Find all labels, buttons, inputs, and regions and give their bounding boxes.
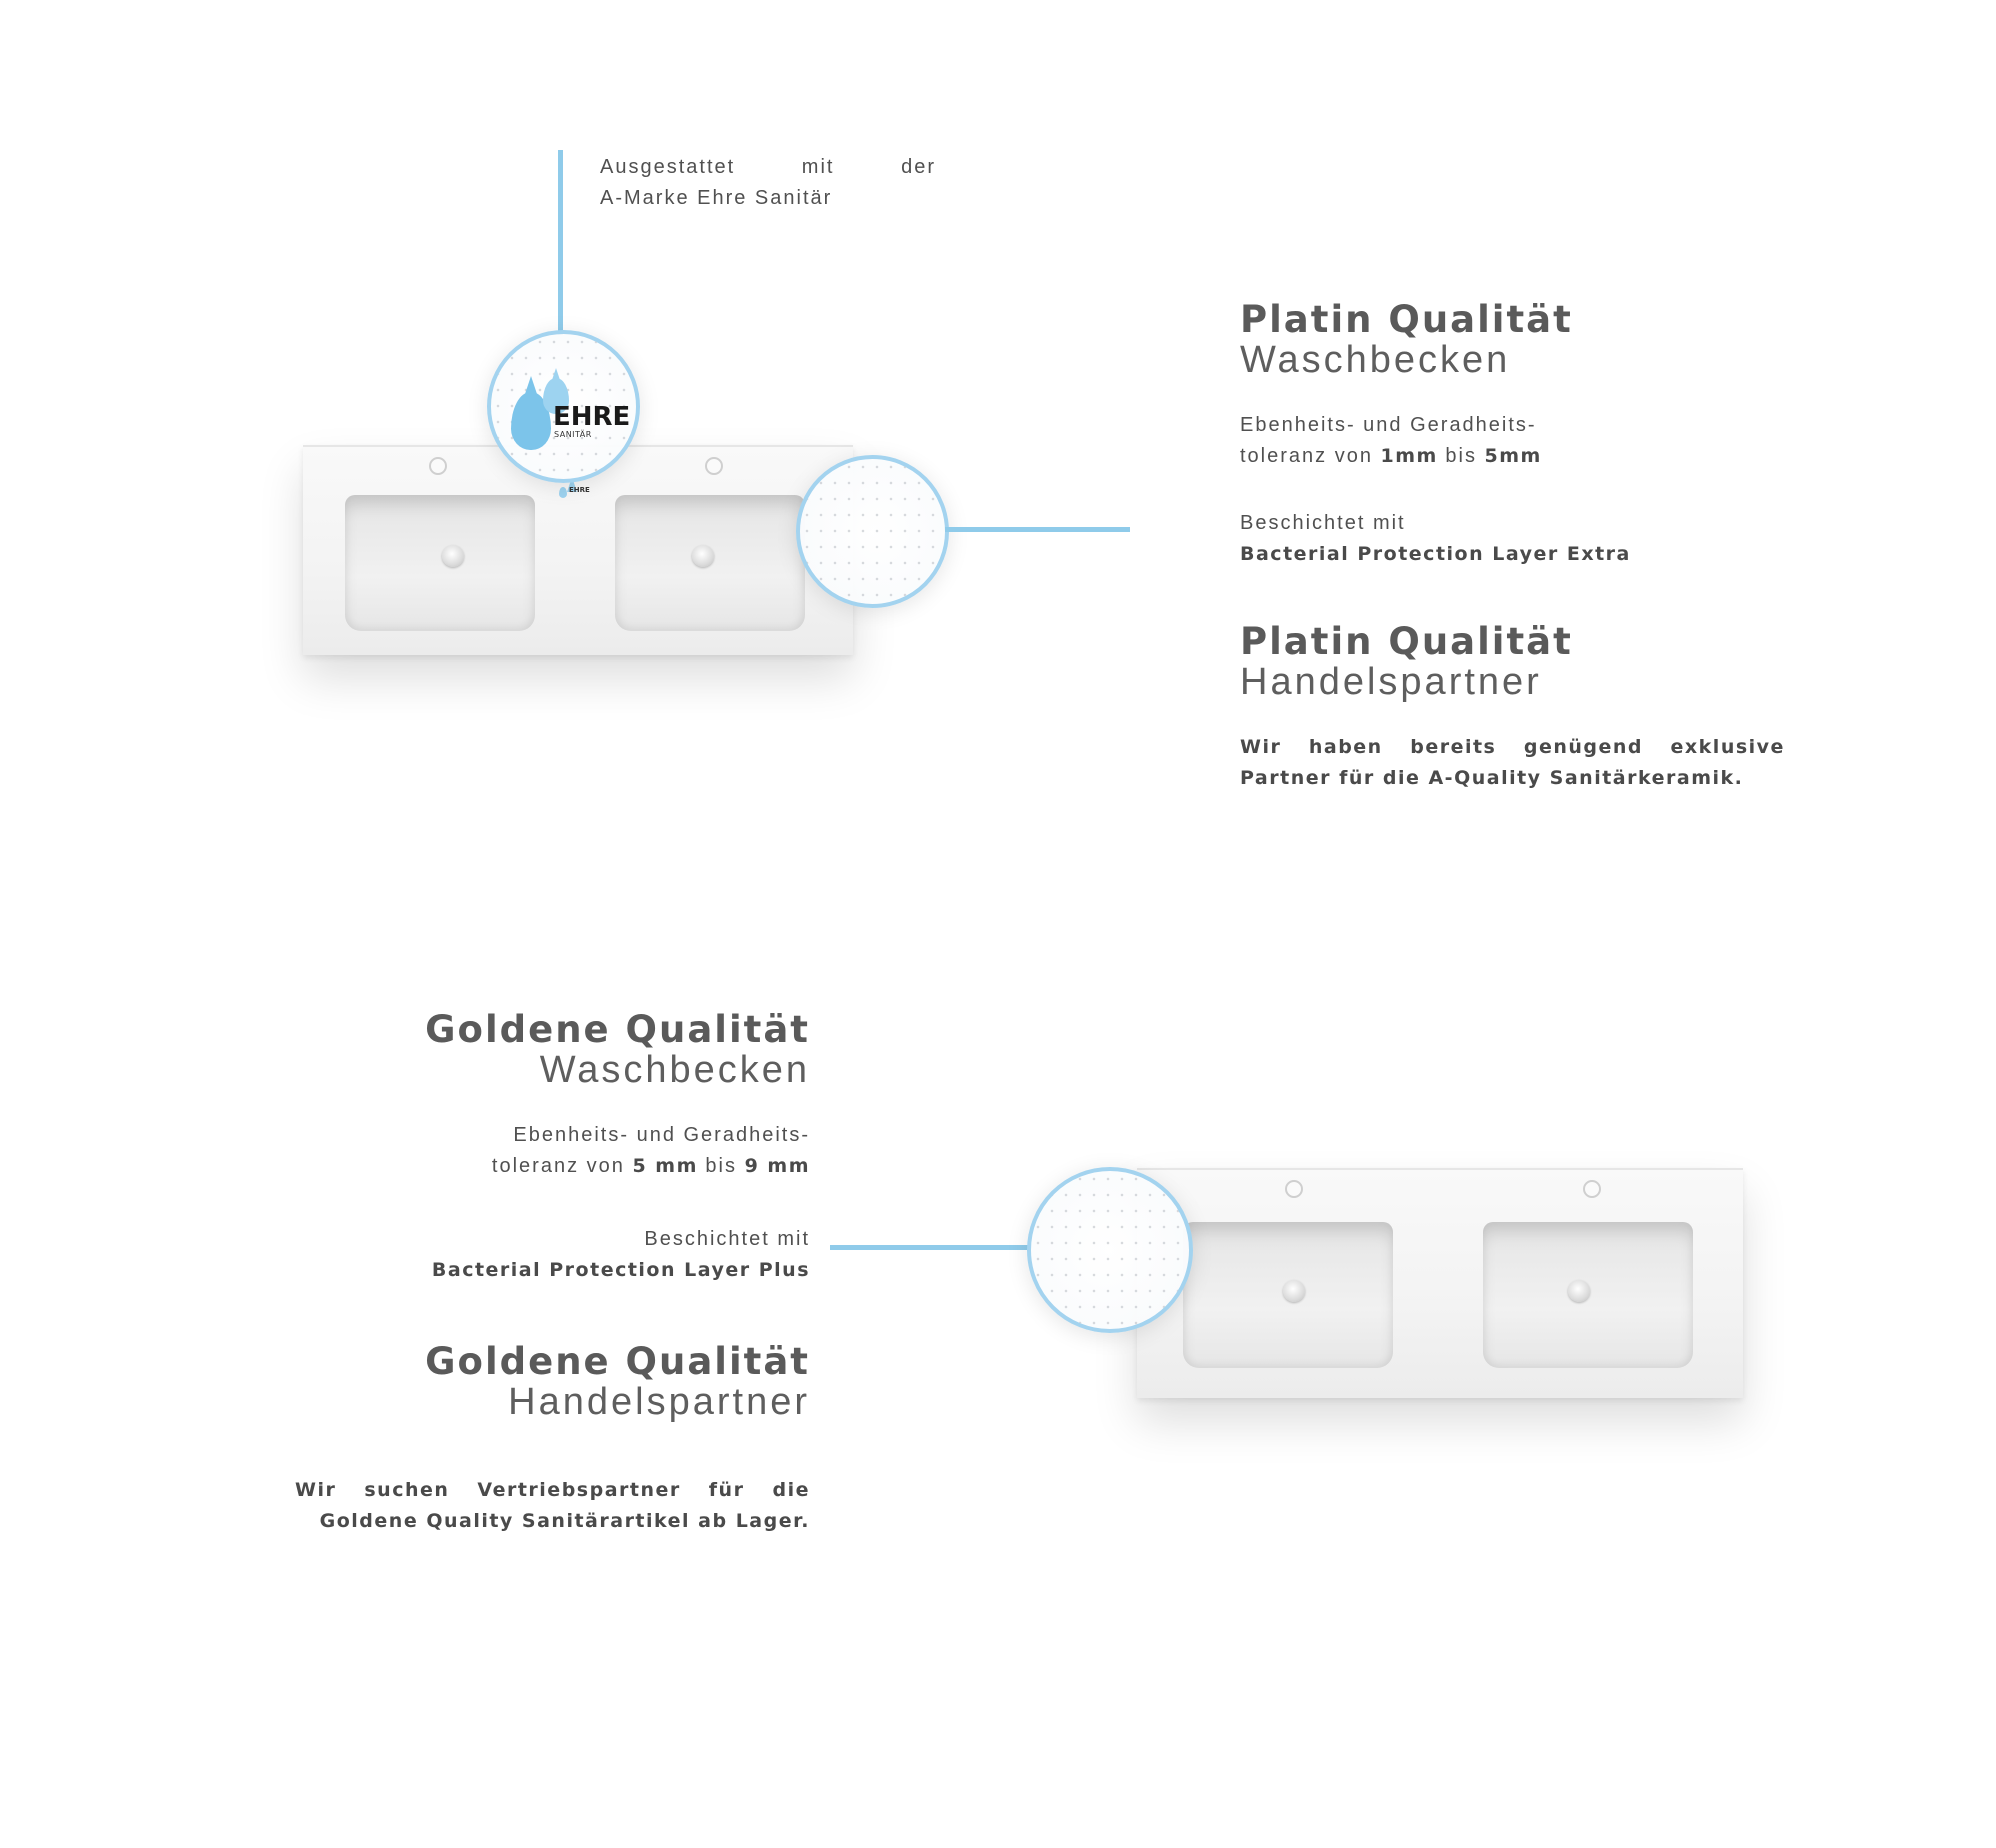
gold-tolerance: Ebenheits- und Geradheits- toleranz von … — [491, 1124, 810, 1177]
gold-surface-magnifier-circle — [1027, 1167, 1193, 1333]
logo-wordmark: EHRE — [553, 402, 631, 432]
brand-callout-line2: A-Marke Ehre Sanitär — [600, 187, 833, 209]
gold-connector-line — [830, 1245, 1030, 1250]
platin-partner-text: Wir haben bereits genügend exklusive Par… — [1240, 736, 1785, 789]
drain-left — [1283, 1280, 1305, 1302]
tap-hole-left — [429, 457, 447, 475]
tap-hole-right — [1583, 1180, 1601, 1198]
brand-callout-line1: Ausgestattet mit der — [600, 156, 936, 178]
platin-info: Platin Qualität Waschbecken Ebenheits- u… — [1240, 300, 1785, 794]
gold-subtitle: Waschbecken — [539, 1049, 810, 1091]
gold-coating: Beschichtet mit Bacterial Protection Lay… — [431, 1228, 810, 1281]
gold-title: Goldene Qualität — [425, 1008, 810, 1051]
brand-callout: Ausgestattet mit der A-Marke Ehre Sanitä… — [600, 152, 936, 214]
basin-left — [345, 495, 535, 631]
logo-subtext: SANITÄR — [554, 430, 592, 439]
platin-subtitle: Waschbecken — [1240, 339, 1511, 381]
drain-right — [692, 545, 714, 567]
platin-partner-subtitle: Handelspartner — [1240, 661, 1542, 703]
platin-tolerance: Ebenheits- und Geradheits- toleranz von … — [1240, 414, 1542, 467]
tap-hole-right — [705, 457, 723, 475]
drain-left — [442, 545, 464, 567]
platin-coating: Beschichtet mit Bacterial Protection Lay… — [1240, 512, 1631, 565]
gold-info: Goldene Qualität Waschbecken Ebenheits- … — [250, 1008, 810, 1423]
logo-magnifier-circle: EHRE SANITÄR — [487, 330, 640, 483]
gold-sink-image — [1137, 1168, 1743, 1398]
gold-partner-subtitle: Handelspartner — [508, 1381, 810, 1423]
gold-partner-text: Wir suchen Vertriebspartner für die Gold… — [295, 1479, 810, 1532]
brand-connector-line — [558, 150, 563, 335]
platin-surface-magnifier-circle — [796, 455, 949, 608]
platin-connector-line — [945, 527, 1130, 532]
sink-logo-icon: EHRE — [559, 483, 590, 499]
platin-partner: Platin Qualität Handelspartner Wir haben… — [1240, 622, 1785, 794]
ehre-logo: EHRE SANITÄR — [509, 364, 630, 454]
drain-right — [1568, 1280, 1590, 1302]
platin-partner-title: Platin Qualität — [1240, 620, 1573, 663]
tap-hole-left — [1285, 1180, 1303, 1198]
gold-partner: Goldene Qualität Handelspartner — [250, 1340, 810, 1423]
gold-partner-title: Goldene Qualität — [425, 1340, 810, 1383]
platin-title: Platin Qualität — [1240, 298, 1573, 341]
water-drop-small-icon — [543, 378, 569, 414]
